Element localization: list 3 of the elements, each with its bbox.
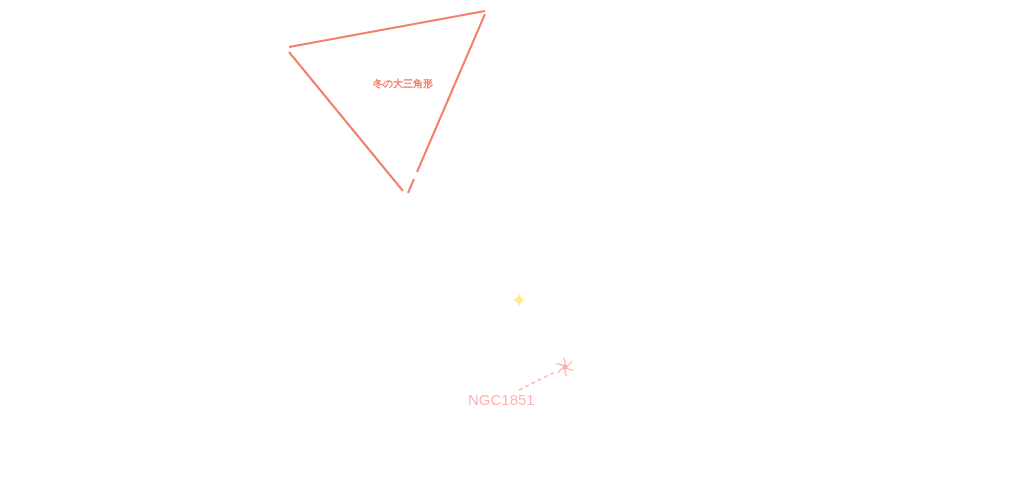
leader-line — [518, 371, 556, 391]
galaxy-icon — [555, 357, 575, 377]
asterism-label: 冬の大三角形 — [373, 77, 433, 91]
